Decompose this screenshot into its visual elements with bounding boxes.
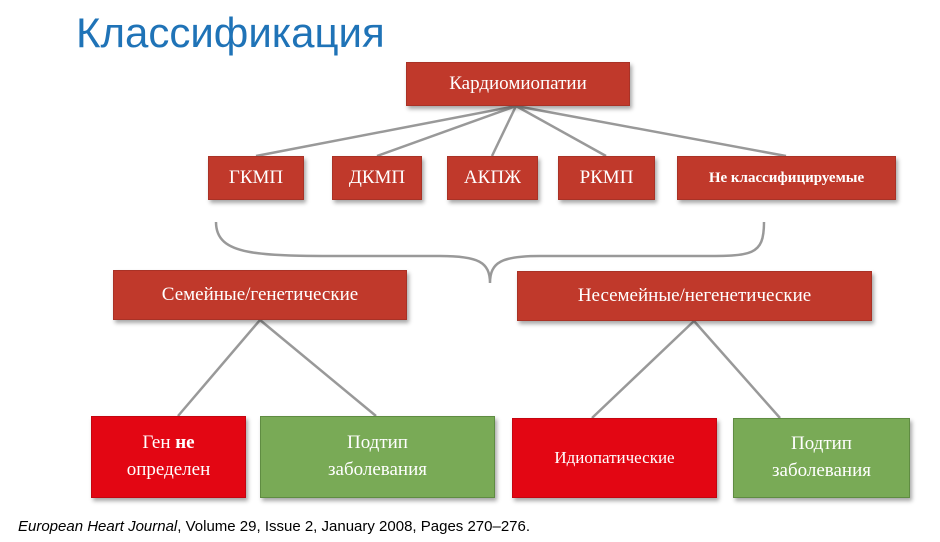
node-label-line: заболевания — [328, 459, 427, 480]
node-label-line: Подтип — [347, 432, 408, 454]
node-label: РКМП — [579, 167, 634, 188]
node-label: ДКМП — [348, 167, 406, 188]
node-nonfamilial-disease-subtype: Подтип заболевания — [733, 418, 910, 498]
connector-root-gkmp — [255, 104, 517, 158]
connector-familial-subtype — [259, 319, 377, 417]
node-familial-disease-subtype: Подтип заболевания — [260, 416, 495, 498]
connector-root-dkmp — [376, 104, 517, 158]
node-gkmp: ГКМП — [208, 156, 304, 200]
node-label-emphasis: не — [175, 432, 195, 454]
connector-nonfamilial-subtype — [693, 320, 781, 419]
grouping-brace — [214, 221, 766, 284]
node-label: АКПЖ — [463, 167, 522, 188]
node-nonfamilial-nongenetic: Несемейные/негенетические — [517, 271, 872, 321]
connector-root-unclassified — [515, 104, 787, 158]
node-label-part: определен — [126, 459, 211, 480]
node-dkmp: ДКМП — [332, 156, 422, 200]
connector-nonfamilial-idiopathic — [591, 320, 695, 419]
connector-familial-gene — [177, 319, 261, 417]
node-label: Не классифицируемые — [708, 169, 865, 186]
page-title: Классификация — [76, 9, 385, 56]
node-label-line: Подтип — [791, 433, 852, 455]
citation: European Heart Journal, Volume 29, Issue… — [18, 518, 530, 535]
node-label: Семейные/генетические — [161, 284, 359, 305]
connector-root-rkmp — [515, 104, 607, 158]
node-gene-not-determined: Ген не определен — [91, 416, 246, 498]
node-akpzh: АКПЖ — [447, 156, 538, 200]
citation-details: , Volume 29, Issue 2, January 2008, Page… — [177, 518, 531, 535]
node-label-line: заболевания — [772, 460, 871, 481]
node-label: Кардиомиопатии — [449, 73, 587, 94]
node-label-part: Ген — [142, 432, 176, 454]
node-idiopathic: Идиопатические — [512, 418, 717, 498]
node-familial-genetic: Семейные/генетические — [113, 270, 407, 320]
node-cardiomyopathies: Кардиомиопатии — [406, 62, 630, 106]
node-rkmp: РКМП — [558, 156, 655, 200]
node-label: ГКМП — [228, 167, 284, 188]
node-unclassified: Не классифицируемые — [677, 156, 896, 200]
node-label: Идиопатические — [554, 448, 675, 468]
node-label: Несемейные/негенетические — [577, 285, 812, 306]
citation-journal: European Heart Journal — [18, 518, 178, 535]
connector-root-akpzh — [490, 105, 518, 157]
